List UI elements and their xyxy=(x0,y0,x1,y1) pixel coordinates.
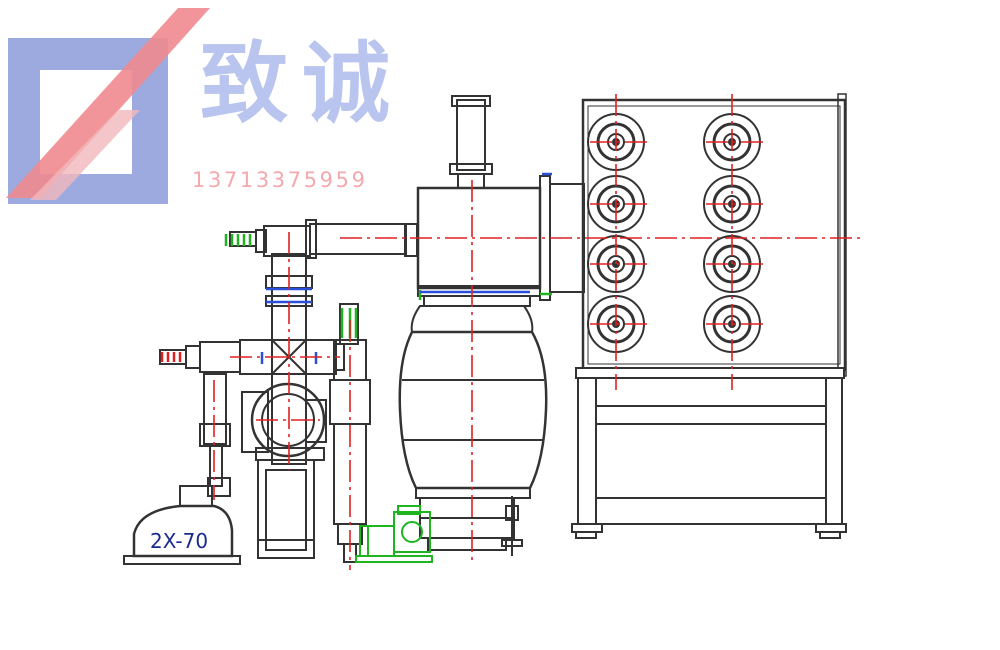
logo-slash-red xyxy=(6,8,210,198)
diffusion-pump-tower xyxy=(398,95,585,556)
brand-name: 致诚 xyxy=(200,32,405,135)
green-valves xyxy=(224,234,552,338)
logo-mark xyxy=(6,8,210,204)
rotary-vane-pump: 2X-70 xyxy=(123,477,241,565)
logo-slash-light xyxy=(30,110,140,200)
target-cathodes xyxy=(587,113,761,353)
pump-model-label: 2X-70 xyxy=(150,529,208,553)
pump-stand xyxy=(257,459,315,559)
phone-number: 13713375959 xyxy=(192,168,368,192)
centre-lines xyxy=(213,94,862,570)
blue-seal-details xyxy=(260,172,552,364)
roots-pump xyxy=(199,373,327,487)
horizontal-pipe xyxy=(229,219,407,259)
cabinet-frame xyxy=(571,377,847,539)
motor-unit xyxy=(355,505,433,563)
red-valve-handles xyxy=(160,352,182,362)
